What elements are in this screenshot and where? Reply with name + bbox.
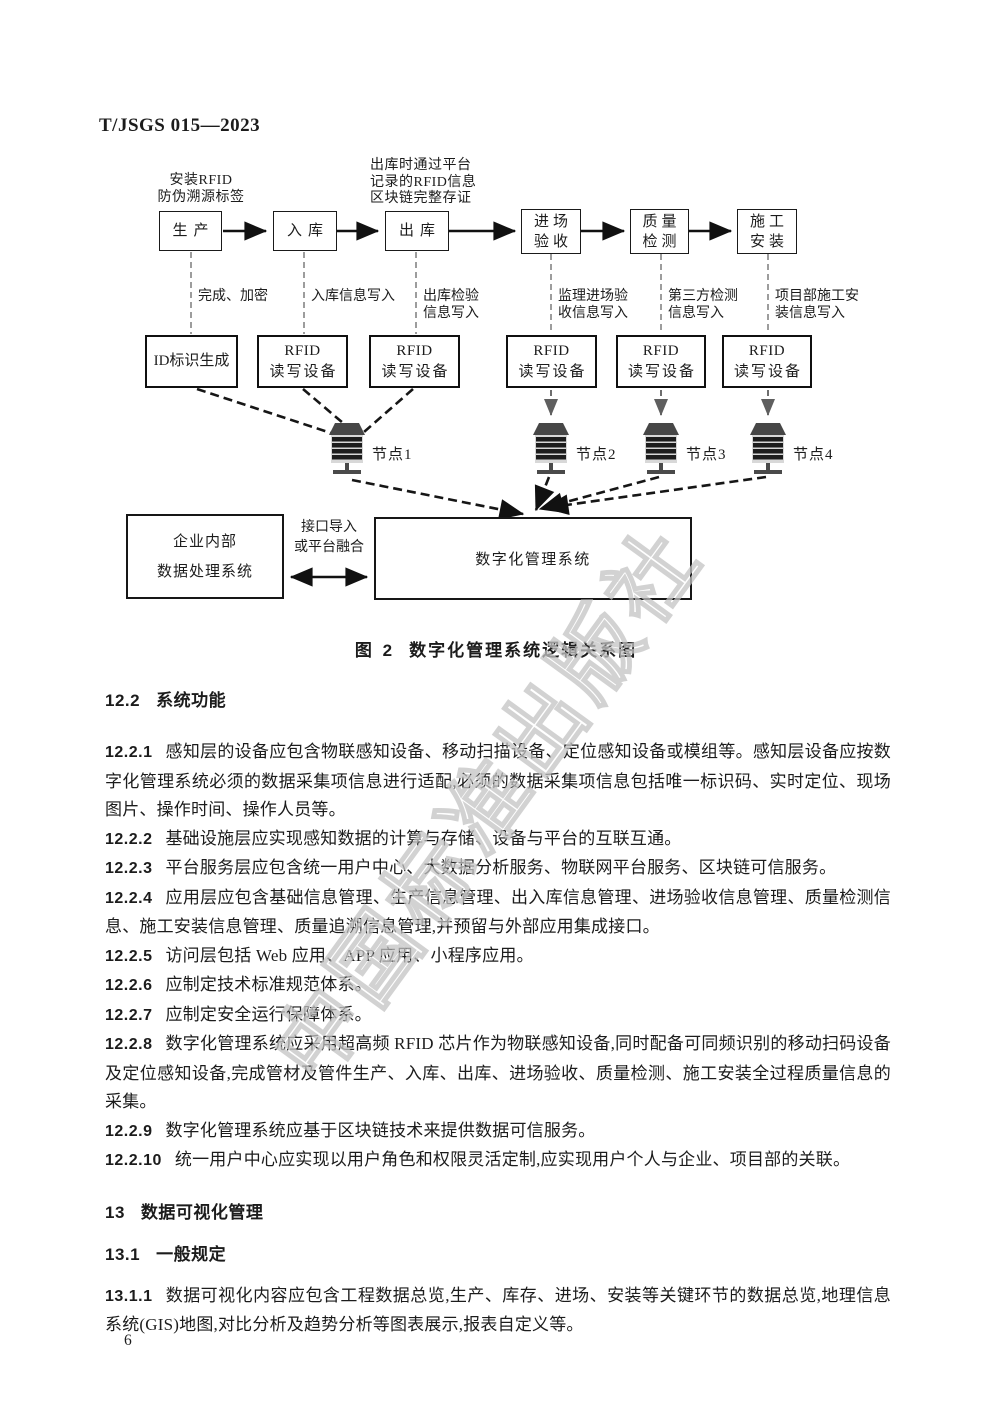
node-hub-arrows <box>351 475 767 520</box>
node-2-label: 节点2 <box>576 447 617 463</box>
page-number: 6 <box>124 1332 132 1349</box>
flow-box-site-acceptance: 进场 验收 <box>521 209 581 254</box>
node-1-label: 节点1 <box>372 447 413 463</box>
device-box-rfid-5: RFID 读写设备 <box>722 335 812 388</box>
device-box-rfid-1: RFID 读写设备 <box>257 335 348 388</box>
edge-label-outbound-check-write: 出库检验 信息写入 <box>423 289 479 321</box>
flow-arrows <box>223 221 733 587</box>
device-box-id-generation: ID标识生成 <box>145 335 238 388</box>
digital-management-system-box: 数字化管理系统 <box>374 517 692 600</box>
flow-box-quality-test: 质量 检测 <box>630 209 689 254</box>
device-box-rfid-2: RFID 读写设备 <box>369 335 460 388</box>
server-node-3-icon <box>643 423 679 474</box>
device-box-rfid-4: RFID 读写设备 <box>616 335 706 388</box>
node-4-label: 节点4 <box>793 447 834 463</box>
note-outbound-blockchain: 出库时通过平台 记录的RFID信息 区块链完整存证 <box>370 158 477 206</box>
flow-box-outbound: 出库 <box>385 211 449 251</box>
rfid-node-arrows <box>544 390 775 416</box>
enterprise-system-box: 企业内部 数据处理系统 <box>126 514 284 599</box>
write-dash-lines <box>190 252 769 334</box>
edge-label-supervision-write: 监理进场验 收信息写入 <box>558 289 628 321</box>
node-3-label: 节点3 <box>686 447 727 463</box>
server-node-1-icon <box>329 423 365 474</box>
interface-link-label: 接口导入 或平台融合 <box>294 520 364 555</box>
flow-box-inbound: 入库 <box>273 211 337 251</box>
note-install-rfid: 安装RFID 防伪溯源标签 <box>157 173 245 205</box>
flow-box-construction-install: 施工 安装 <box>737 209 797 254</box>
standard-number: T/JSGS 015—2023 <box>99 115 261 136</box>
edge-label-thirdparty-write: 第三方检测 信息写入 <box>668 289 738 321</box>
edge-label-inbound-write: 入库信息写入 <box>311 289 395 304</box>
server-node-2-icon <box>533 423 569 474</box>
edge-label-complete-encrypt: 完成、加密 <box>198 289 268 304</box>
device-box-rfid-3: RFID 读写设备 <box>506 335 597 388</box>
flow-box-production: 生产 <box>159 211 222 251</box>
edge-label-project-install-write: 项目部施工安 装信息写入 <box>775 289 859 321</box>
node1-links <box>196 387 414 435</box>
server-node-4-icon <box>750 423 786 474</box>
diagram-connectors <box>190 221 775 587</box>
